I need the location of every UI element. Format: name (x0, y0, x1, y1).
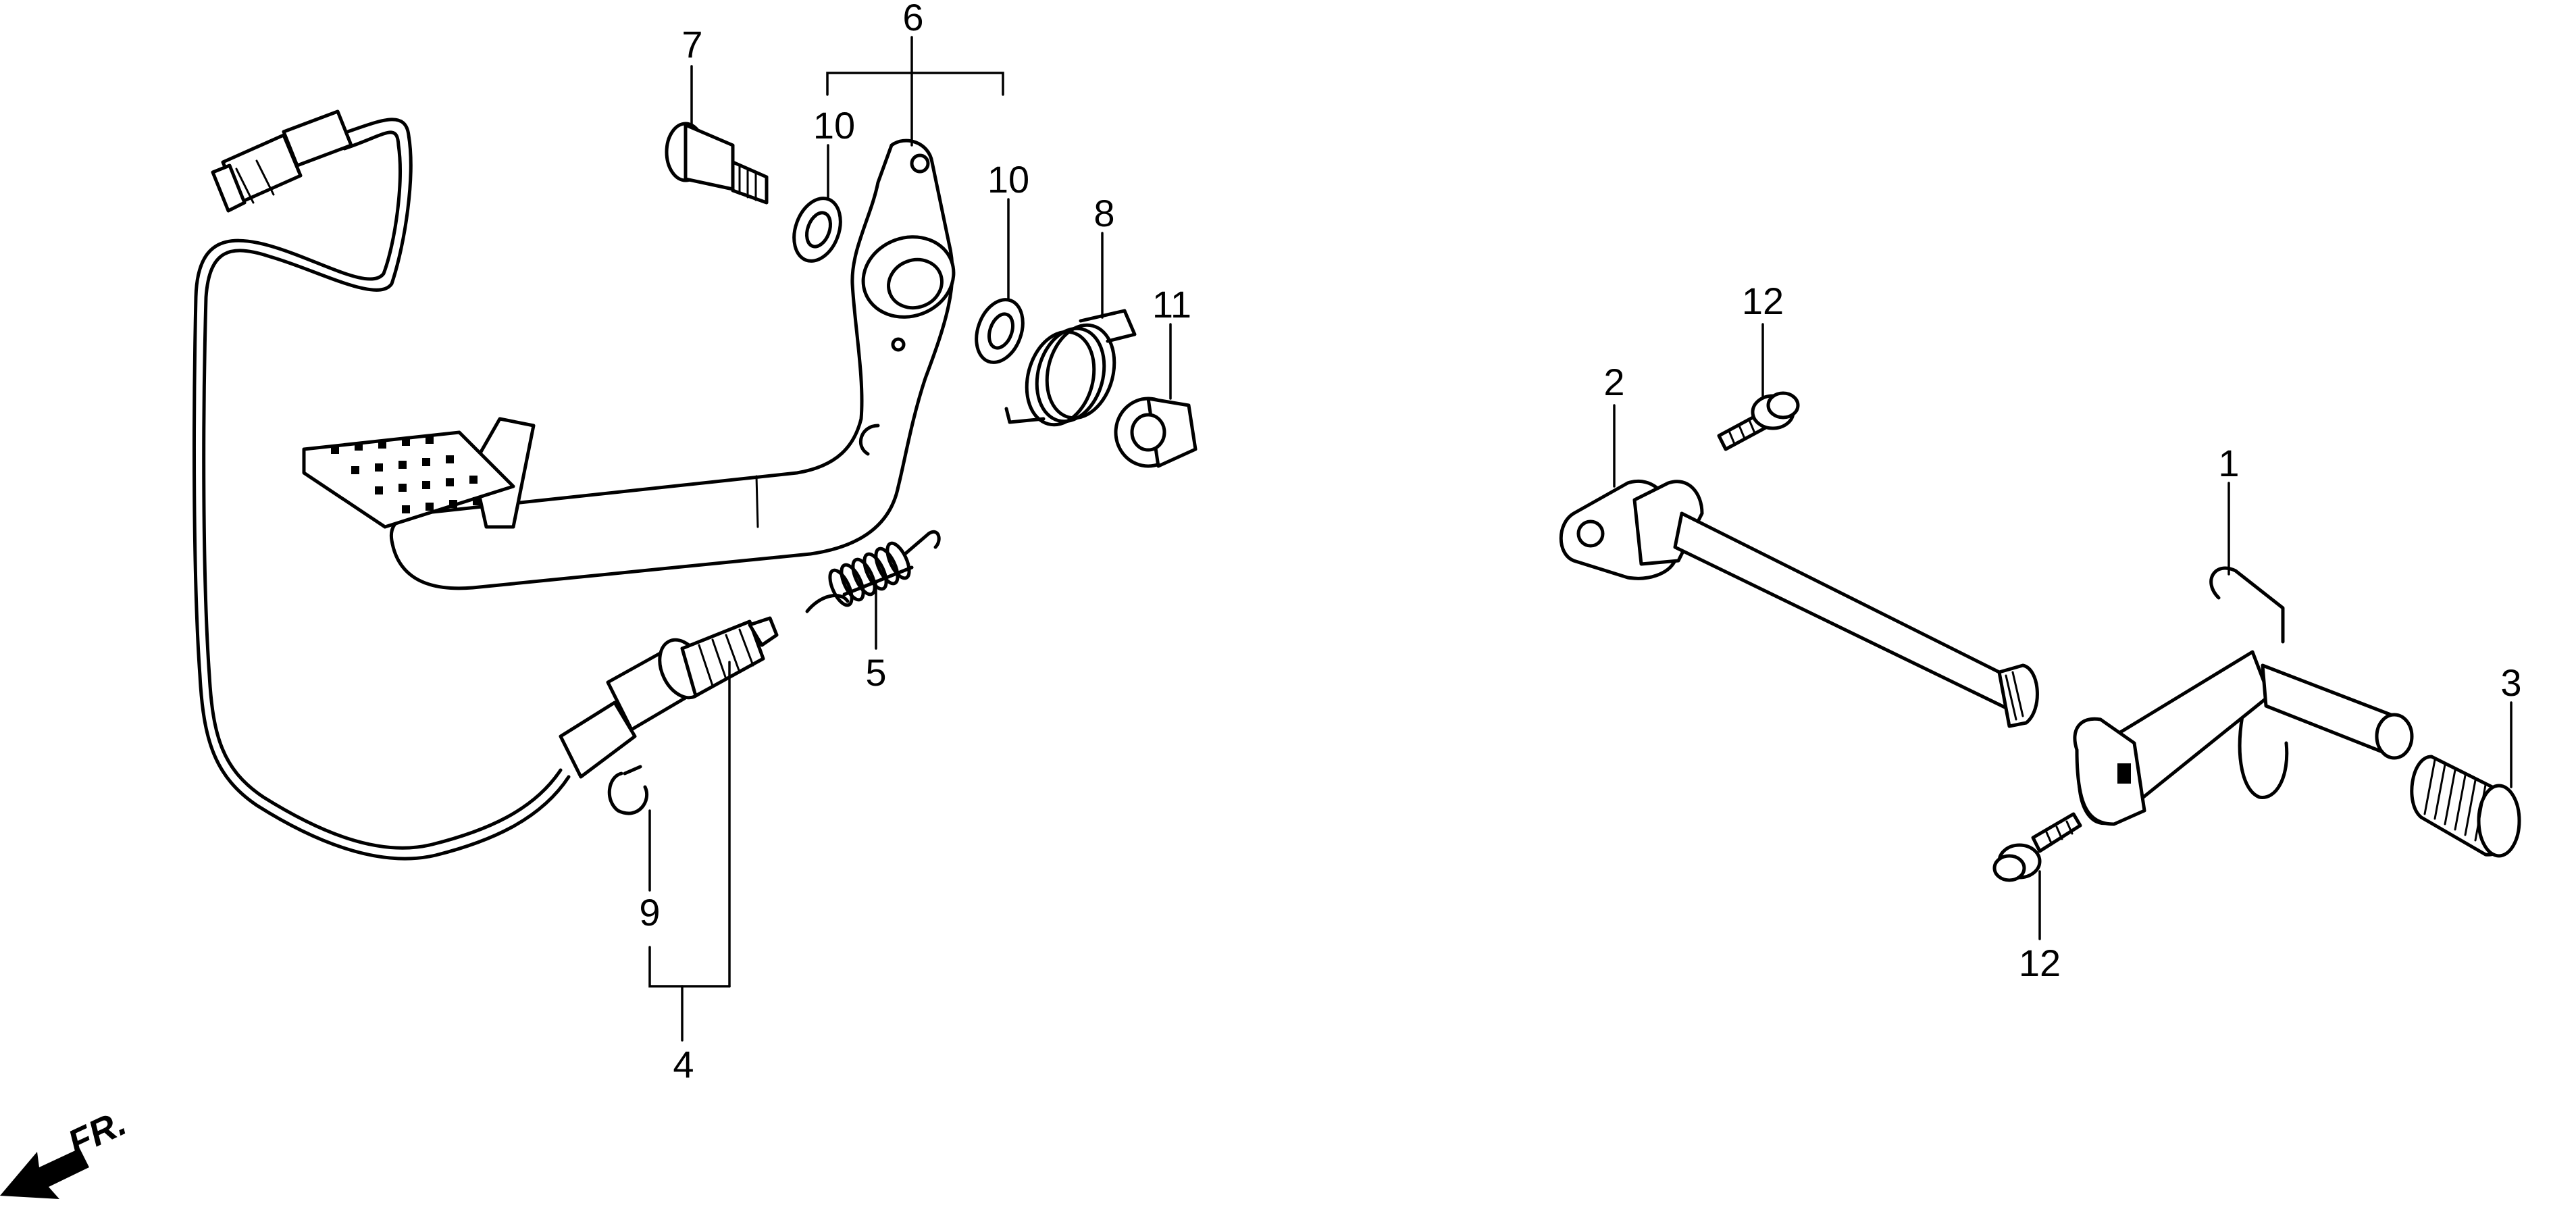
callout-6: 6 (902, 0, 923, 39)
callout-2: 2 (1603, 361, 1624, 403)
flange-bolt-lower (1992, 812, 2082, 882)
callout-3: 3 (2500, 661, 2521, 704)
callout-5: 5 (865, 651, 886, 694)
callout-11: 11 (1152, 283, 1191, 326)
stop-switch-body (559, 616, 779, 779)
oil-seal-a (792, 197, 842, 263)
pivot-bolt (665, 122, 769, 205)
pivot-collar (1114, 397, 1197, 468)
callout-10-left: 10 (813, 104, 855, 147)
callout-1: 1 (2218, 442, 2239, 484)
gearshift-pedal (2073, 566, 2414, 826)
leader-lines (648, 36, 2513, 1042)
callout-10-right: 10 (987, 158, 1029, 201)
stop-switch-wire-harness (192, 109, 571, 861)
brake-pedal-arm (302, 138, 956, 590)
callout-8: 8 (1093, 192, 1114, 234)
oil-seal-b (975, 298, 1025, 364)
callout-labels: 7 6 10 10 8 11 5 9 4 12 2 1 3 12 (639, 0, 2521, 1086)
gearshift-spindle (1559, 479, 2039, 728)
callout-4: 4 (673, 1043, 694, 1086)
callout-9: 9 (639, 891, 660, 934)
pedal-return-spring (1004, 309, 1137, 427)
callout-12-upper: 12 (1742, 280, 1784, 322)
flange-bolt-upper (1717, 391, 1800, 451)
gearshift-pedal-rubber (2410, 755, 2521, 858)
front-direction-arrow-icon (0, 1148, 89, 1199)
switch-clip (607, 765, 649, 815)
callout-7: 7 (681, 23, 702, 66)
front-direction-indicator: FR. (0, 1102, 132, 1199)
callout-12-lower: 12 (2019, 942, 2061, 984)
stop-switch-spring (805, 530, 941, 613)
